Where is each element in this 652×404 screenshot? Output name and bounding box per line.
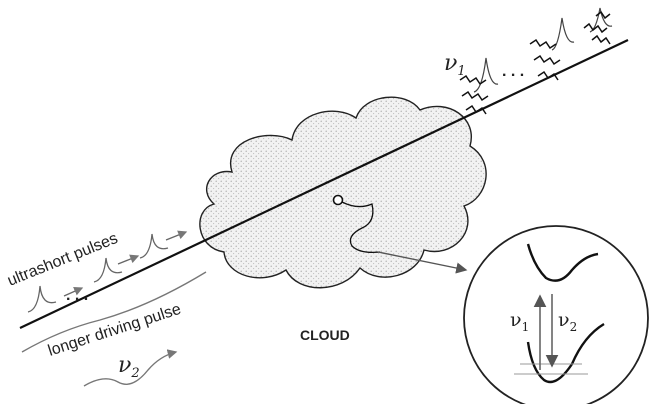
burst-icon xyxy=(583,22,608,34)
ultrashort-pulses-label: ultrashort pulses xyxy=(5,230,120,290)
burst-icon xyxy=(529,38,557,50)
electron-trajectory xyxy=(341,201,381,254)
nu2-inset-label: ν2 xyxy=(558,309,577,334)
driving-pulse-brace xyxy=(21,271,207,353)
electron-marker xyxy=(332,194,344,206)
energy-inset-circle xyxy=(463,225,649,404)
pulse-arrow xyxy=(165,230,188,241)
burst-icon xyxy=(537,70,559,81)
emitted-burst-group xyxy=(459,10,611,115)
emitted-pulse xyxy=(551,17,575,51)
dots-left-label: . . . xyxy=(66,287,88,304)
inset-arrow xyxy=(377,251,468,274)
nu2-bottom-label: ν2 xyxy=(118,353,140,381)
nu1-top-label: ν1 xyxy=(444,51,466,79)
nu2-wave xyxy=(83,349,178,387)
ultrashort-pulse xyxy=(27,285,57,313)
nu1-inset-label: ν1 xyxy=(510,309,529,334)
burst-icon xyxy=(595,10,611,20)
burst-icon xyxy=(465,104,487,115)
emitted-pulse xyxy=(473,57,499,93)
burst-icon xyxy=(533,54,561,66)
ultrashort-pulse xyxy=(139,233,169,259)
pulse-arrow xyxy=(63,287,84,297)
cloud-label: CLOUD xyxy=(300,327,350,343)
dots-right-label: . . . xyxy=(502,63,524,80)
excited-potential-curve xyxy=(526,243,599,282)
ultrashort-pulse xyxy=(93,257,123,283)
ultrashort-pulse-group xyxy=(27,230,188,313)
ground-potential-curve xyxy=(526,322,605,384)
beam-line xyxy=(19,39,629,329)
cloud-shape xyxy=(199,96,487,289)
pulse-arrow xyxy=(117,254,140,265)
burst-icon xyxy=(591,34,611,45)
burst-icon xyxy=(461,90,489,102)
burst-icon xyxy=(459,74,487,86)
